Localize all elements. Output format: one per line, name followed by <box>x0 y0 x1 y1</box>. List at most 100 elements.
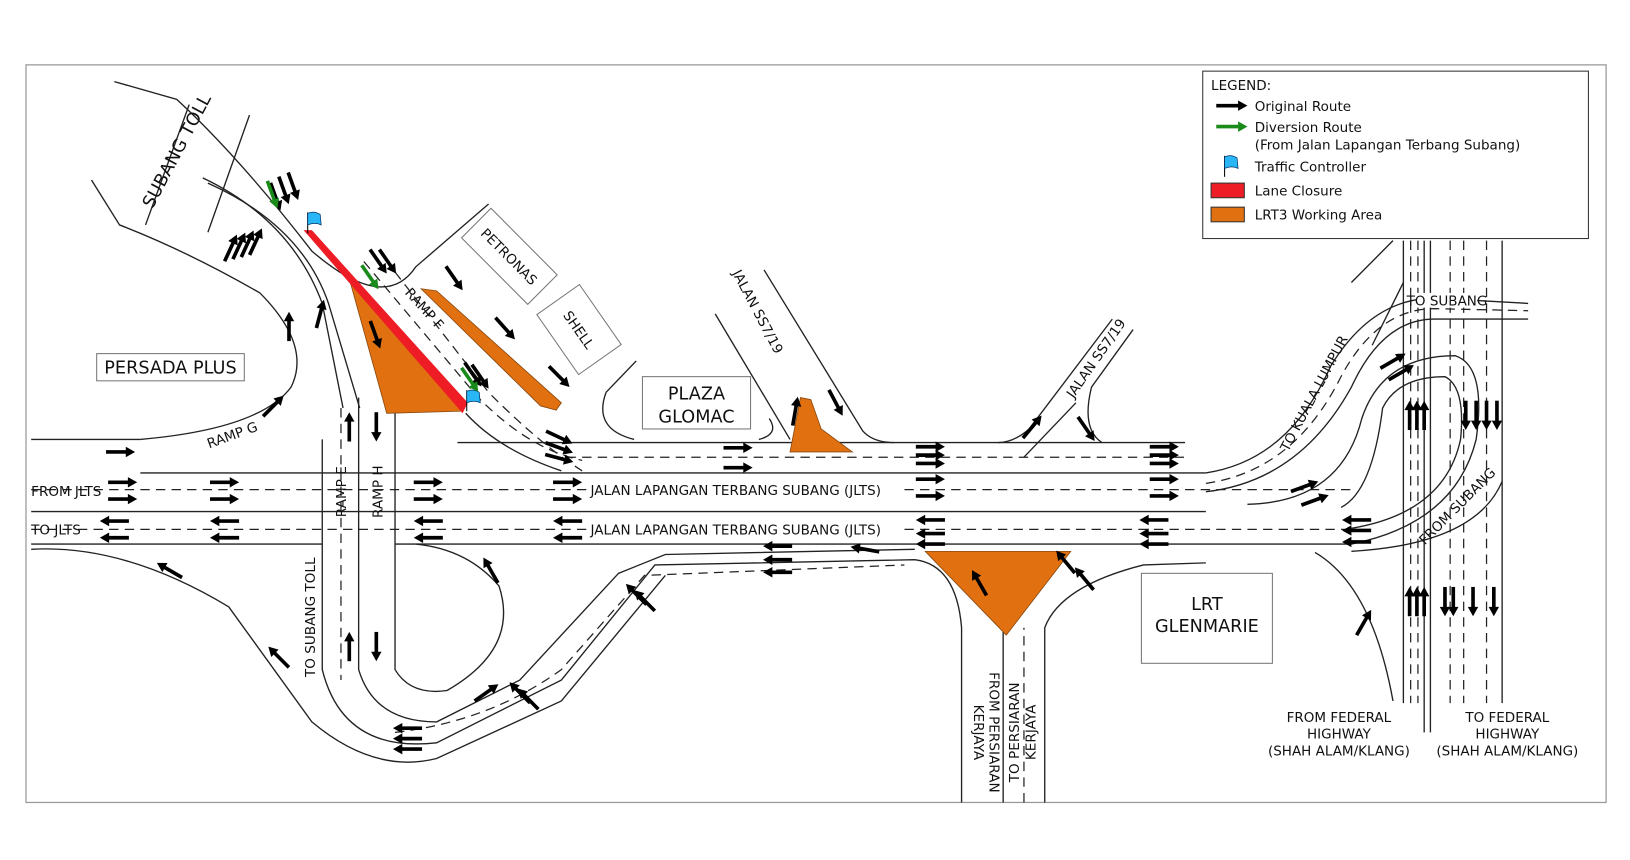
route-arrow-icon <box>392 733 423 744</box>
route-arrow-icon <box>1439 586 1451 617</box>
route-arrow-icon <box>1491 400 1503 430</box>
route-arrow-icon <box>1411 586 1423 617</box>
lrt-glenmarie-label-2: GLENMARIE <box>1155 617 1259 637</box>
route-arrow-icon <box>99 515 129 527</box>
to-federal-label-3: (SHAH ALAM/KLANG) <box>1436 743 1578 759</box>
traffic-controller-flag-icon <box>466 389 481 412</box>
route-arrow-icon <box>371 412 382 442</box>
ramp-e-h <box>31 397 963 803</box>
route-arrow-icon <box>915 458 945 469</box>
route-arrow-icon <box>553 493 583 505</box>
route-arrow-icon <box>413 515 443 527</box>
route-arrow-icon <box>108 477 138 488</box>
route-arrow-icon <box>850 543 880 554</box>
route-arrow-icon <box>763 540 793 552</box>
legend-diversion-arrow-icon <box>1216 121 1248 132</box>
route-arrow-icon <box>763 554 793 565</box>
from-federal-label-3: (SHAH ALAM/KLANG) <box>1268 743 1410 759</box>
route-arrow-icon <box>222 234 238 263</box>
route-arrow-icon <box>915 528 945 539</box>
to-federal-label-1: TO FEDERAL <box>1464 710 1549 726</box>
route-arrow-icon <box>99 532 129 543</box>
route-arrow-icon <box>108 493 138 505</box>
route-arrow-icon <box>1467 586 1479 617</box>
plaza-glomac-label-1: PLAZA <box>668 385 725 405</box>
route-arrow-icon <box>971 570 989 597</box>
route-arrow-icon <box>283 311 295 342</box>
to-subang-toll-label: TO SUBANG TOLL <box>303 557 319 678</box>
legend-title: LEGEND: <box>1211 78 1271 94</box>
route-arrow-icon <box>106 446 136 458</box>
legend-lane-closure: Lane Closure <box>1255 184 1343 200</box>
route-arrow-icon <box>1418 400 1430 430</box>
from-kerjaya-label-2: KERJAYA <box>970 705 986 761</box>
traffic-controller-flag-icon <box>307 211 322 234</box>
route-arrow-icon <box>1139 528 1169 539</box>
route-arrow-icon <box>463 361 482 387</box>
route-arrow-icon <box>277 176 291 205</box>
lane-closure-swatch <box>1210 182 1245 199</box>
route-arrow-icon <box>1149 458 1179 469</box>
route-arrow-icon <box>1460 400 1471 430</box>
route-arrow-icon <box>1139 514 1169 526</box>
ramp-h-label: RAMP H <box>371 465 387 518</box>
route-arrow-icon <box>494 316 515 340</box>
legend-diversion-route: Diversion Route <box>1255 120 1362 136</box>
route-arrow-icon <box>1056 550 1077 575</box>
jalan-ss7-19-roads <box>602 269 1134 458</box>
route-arrow-icon <box>1342 536 1372 548</box>
persiaran-kerjaya-road <box>1002 562 1206 803</box>
route-arrow-icon <box>517 688 540 711</box>
route-arrow-icon <box>344 412 355 442</box>
route-arrow-icon <box>1149 441 1179 452</box>
route-arrow-icon <box>915 449 945 461</box>
route-arrow-icon <box>1379 353 1406 370</box>
legend-lrt3-working-area: LRT3 Working Area <box>1255 208 1383 224</box>
lrt-glenmarie-label-1: LRT <box>1191 595 1223 615</box>
lane-closure-ramp-f <box>303 230 468 414</box>
route-arrow-icon <box>1021 415 1042 440</box>
route-arrow-icon <box>413 493 443 505</box>
route-arrow-icon <box>1074 567 1095 591</box>
route-arrow-icon <box>1149 449 1179 461</box>
route-arrow-icon <box>473 684 499 703</box>
route-arrow-icon <box>368 320 382 349</box>
route-arrow-icon <box>790 396 802 426</box>
route-arrow-icon <box>392 722 423 734</box>
subang-toll-road <box>90 80 583 472</box>
route-arrow-icon <box>268 646 291 669</box>
route-arrow-icon <box>209 532 240 543</box>
route-arrow-icon <box>723 462 753 473</box>
route-arrow-icon <box>1470 400 1482 430</box>
route-arrow-icon <box>553 515 583 527</box>
route-arrow-icon <box>209 515 240 527</box>
diversion-arrow-icon <box>360 264 379 290</box>
route-arrow-icon <box>156 562 183 580</box>
route-arrow-icon <box>1387 365 1414 382</box>
route-arrow-icon <box>544 441 573 455</box>
work-area-ss7-19 <box>789 397 854 453</box>
route-arrow-icon <box>547 364 570 387</box>
route-arrow-icon <box>1149 490 1179 502</box>
route-arrow-icon <box>1448 586 1459 617</box>
route-arrow-icon <box>1076 415 1095 441</box>
route-arrow-icon <box>1418 586 1430 617</box>
from-federal-label-2: HIGHWAY <box>1307 727 1372 743</box>
legend-traffic-controller: Traffic Controller <box>1254 160 1367 176</box>
route-arrow-icon <box>1488 586 1500 617</box>
to-kerjaya-label-2: KERJAYA <box>1023 704 1039 760</box>
route-arrow-icon <box>634 590 657 613</box>
route-arrow-icon <box>392 743 423 755</box>
to-federal-label-2: HIGHWAY <box>1475 727 1540 743</box>
route-arrow-icon <box>915 473 945 485</box>
route-arrow-icon <box>371 631 382 662</box>
route-arrow-icon <box>763 567 793 578</box>
route-arrow-icon <box>483 557 500 584</box>
route-arrow-icon <box>827 389 843 416</box>
route-arrow-icon <box>247 228 263 256</box>
federal-highway-interchange <box>1205 240 1529 733</box>
route-arrow-icon <box>1149 473 1179 485</box>
lrt3-working-areas <box>303 230 1072 636</box>
route-arrow-icon <box>368 248 387 274</box>
route-arrow-icon <box>1411 400 1423 430</box>
